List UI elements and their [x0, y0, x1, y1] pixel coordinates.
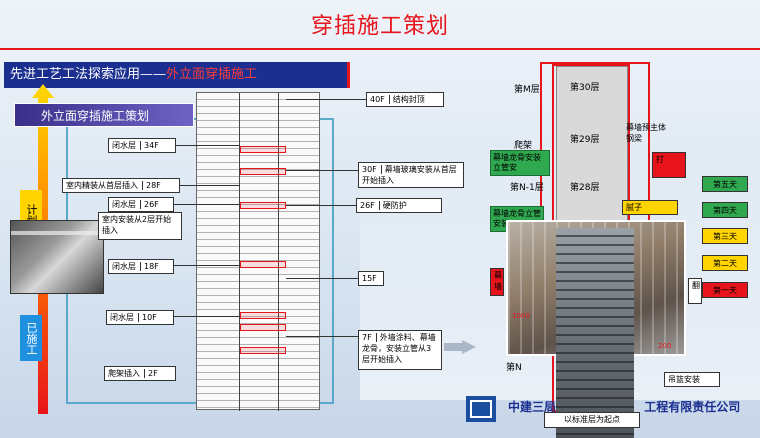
section-banner: 先进工艺工法探索应用——外立面穿插施工 [4, 62, 350, 88]
company-name-main: 中建三局 [508, 400, 557, 414]
tower-floor-29: 第29层 [570, 135, 600, 145]
photo-floor-bands [556, 228, 634, 438]
slide-title: 穿插施工策划 [310, 14, 449, 39]
closed-water-marker-26f [240, 202, 286, 209]
day-4: 第四天 [702, 202, 748, 218]
site-photo-left [10, 220, 105, 294]
day-5: 第五天 [702, 176, 748, 192]
hang-basket-box: 吊篮安装 [664, 372, 720, 387]
putty-box: 腻子 [622, 200, 678, 215]
curtain-install-box: 幕墙龙骨安装立管安 [490, 150, 550, 176]
company-name-suffix: 工程有限责任公司 [644, 400, 741, 414]
banner-prefix: 先进工艺工法探索应用—— [10, 67, 167, 82]
connector-34f [176, 145, 240, 146]
tower-climb-label: 爬架 [514, 141, 533, 151]
connector-15f [286, 278, 358, 279]
label-22f: 室内安装从2层开始插入 [98, 212, 182, 240]
day-4-text: 第四天 [713, 206, 737, 215]
day-2: 第二天 [702, 255, 748, 271]
closed-water-marker-30f [240, 168, 286, 175]
site-photo-tower [556, 228, 634, 438]
connector-30f [286, 170, 358, 171]
label-18f: 闭水层 18F [108, 259, 174, 274]
label-15f: 15F [358, 271, 384, 286]
closed-water-marker-18f [240, 261, 286, 268]
dimension-1000: 1000 [512, 312, 530, 320]
protect-box: 打 [652, 152, 686, 178]
label-28f-text: 室内精装从首层插入 [66, 181, 138, 190]
building-elevation [196, 92, 320, 411]
tower-main-struct: 幕墙预主体钢梁 [626, 123, 666, 143]
label-26f-right-text: 硬防护 [378, 201, 407, 210]
tower-floor-30: 第30层 [570, 83, 600, 93]
label-10f-text: 闭水层 [110, 313, 134, 322]
label-40f-text: 结构封顶 [388, 95, 425, 104]
progress-arrow-head [32, 84, 54, 98]
day-2-text: 第二天 [713, 259, 737, 268]
closed-water-marker-10f [240, 312, 286, 319]
curtain-red-box: 幕墙 [490, 268, 504, 296]
label-30f-text: 幕墙玻璃安装从首层开始插入 [362, 165, 457, 185]
photo-beam [11, 231, 105, 235]
day-3-text: 第三天 [713, 232, 737, 241]
company-logo-mark [470, 400, 492, 418]
connector-40f [286, 99, 366, 100]
tower-floor-m: 第M层 [514, 85, 540, 95]
label-18f-num: 18F [140, 262, 159, 271]
closed-water-marker-7f [240, 347, 286, 354]
label-34f-num: 34F [140, 141, 159, 150]
label-28f-num: 28F [142, 181, 161, 190]
tower-floor-28: 第28层 [570, 183, 600, 193]
label-26f-num: 26F [140, 200, 159, 209]
company-logo [466, 396, 496, 422]
company-name: 中建三局 工程有限责任公司 [508, 398, 740, 415]
dimension-200: 200 [658, 342, 672, 350]
label-7f-text: 外墙涂料、幕墙龙骨，安装立管从3层开始插入 [362, 333, 436, 364]
label-10f: 闭水层 10F [106, 310, 174, 325]
connector-26f [174, 204, 240, 205]
label-26f: 闭水层 26F [108, 197, 174, 212]
bottom-note: 以标准层为起点 [544, 412, 640, 428]
label-40f-num: 40F [370, 95, 385, 104]
label-34f-text: 闭水层 [112, 141, 136, 150]
title-underline [0, 48, 760, 50]
label-2f-text: 爬架插入 [108, 369, 140, 378]
closed-water-marker-34f [240, 146, 286, 153]
connector-28f [180, 185, 240, 186]
banner-highlight: 外立面穿插施工 [166, 67, 258, 82]
label-10f-num: 10F [138, 313, 157, 322]
label-26f-right-num: 26F [360, 201, 375, 210]
day-1-text: 第一天 [713, 286, 737, 295]
day-5-text: 第五天 [713, 180, 737, 189]
arrow-right-body [444, 343, 464, 351]
label-26f-text: 闭水层 [112, 200, 136, 209]
arrow-right-icon [462, 340, 476, 354]
label-28f: 室内精装从首层插入 28F [62, 178, 180, 193]
label-2f-num: 2F [144, 369, 158, 378]
label-30f-num: 30F [362, 165, 377, 174]
connector-18f [174, 265, 240, 266]
connector-7f [286, 336, 358, 337]
tower-floor-n1: 第N-1层 [510, 183, 544, 193]
label-18f-text: 闭水层 [112, 262, 136, 271]
connector-10f [174, 316, 240, 317]
tag-done: 已施工 [20, 315, 42, 361]
building-core [239, 93, 279, 411]
day-1: 第一天 [702, 282, 748, 298]
day-3: 第三天 [702, 228, 748, 244]
plan-title: 外立面穿插施工策划 [14, 103, 194, 127]
tower-floor-n: 第N [506, 363, 522, 373]
label-34f: 闭水层 34F [108, 138, 176, 153]
label-7f-num: 7F [362, 333, 372, 342]
connector-26f-right [286, 205, 356, 206]
label-2f: 爬架插入 2F [104, 366, 176, 381]
mid-label-box: 翻 [688, 278, 702, 304]
closed-water-marker-9f [240, 324, 286, 331]
